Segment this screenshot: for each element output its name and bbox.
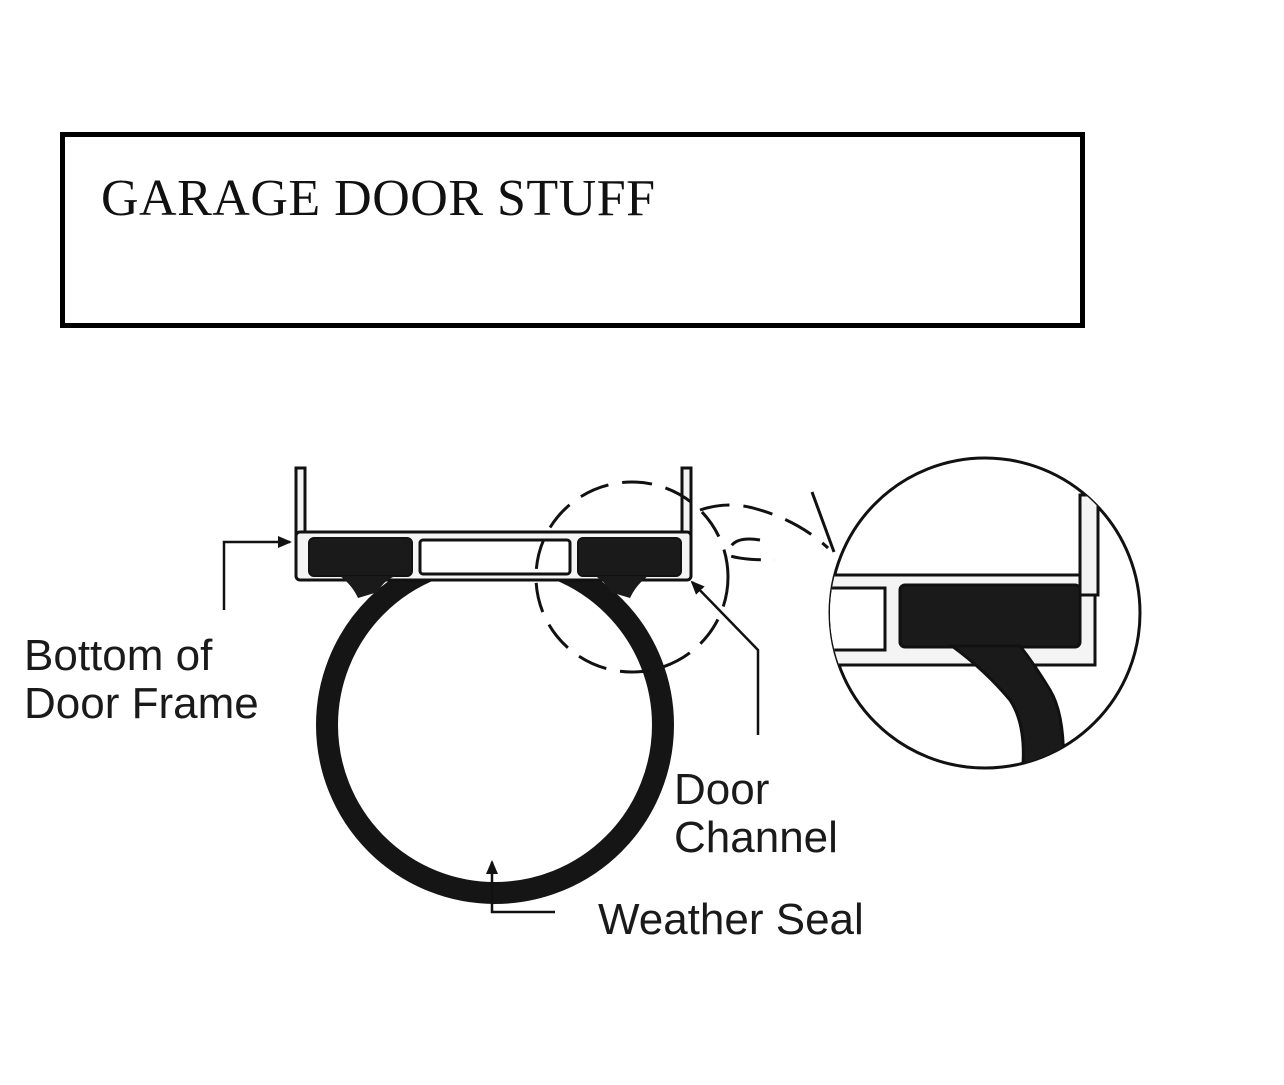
detail-magnified-view — [810, 456, 1142, 770]
label-bottom-of-door-frame-line1: Bottom of — [24, 631, 213, 680]
leader-weather-seal — [486, 860, 555, 914]
callout-dashed-circle — [534, 480, 830, 674]
title-box: GARAGE DOOR STUFF — [60, 132, 1085, 328]
seal-retaining-lugs — [308, 537, 682, 598]
label-door-channel-line1: Door — [674, 765, 769, 814]
label-weather-seal: Weather Seal — [598, 895, 864, 944]
label-bottom-of-door-frame-line2: Door Frame — [24, 679, 259, 728]
leader-bottom-of-door-frame — [222, 536, 292, 610]
leader-door-channel — [690, 580, 760, 735]
page-title: GARAGE DOOR STUFF — [101, 170, 656, 227]
weather-seal-bulb — [316, 546, 674, 904]
label-door-channel-line2: Channel — [674, 813, 838, 862]
